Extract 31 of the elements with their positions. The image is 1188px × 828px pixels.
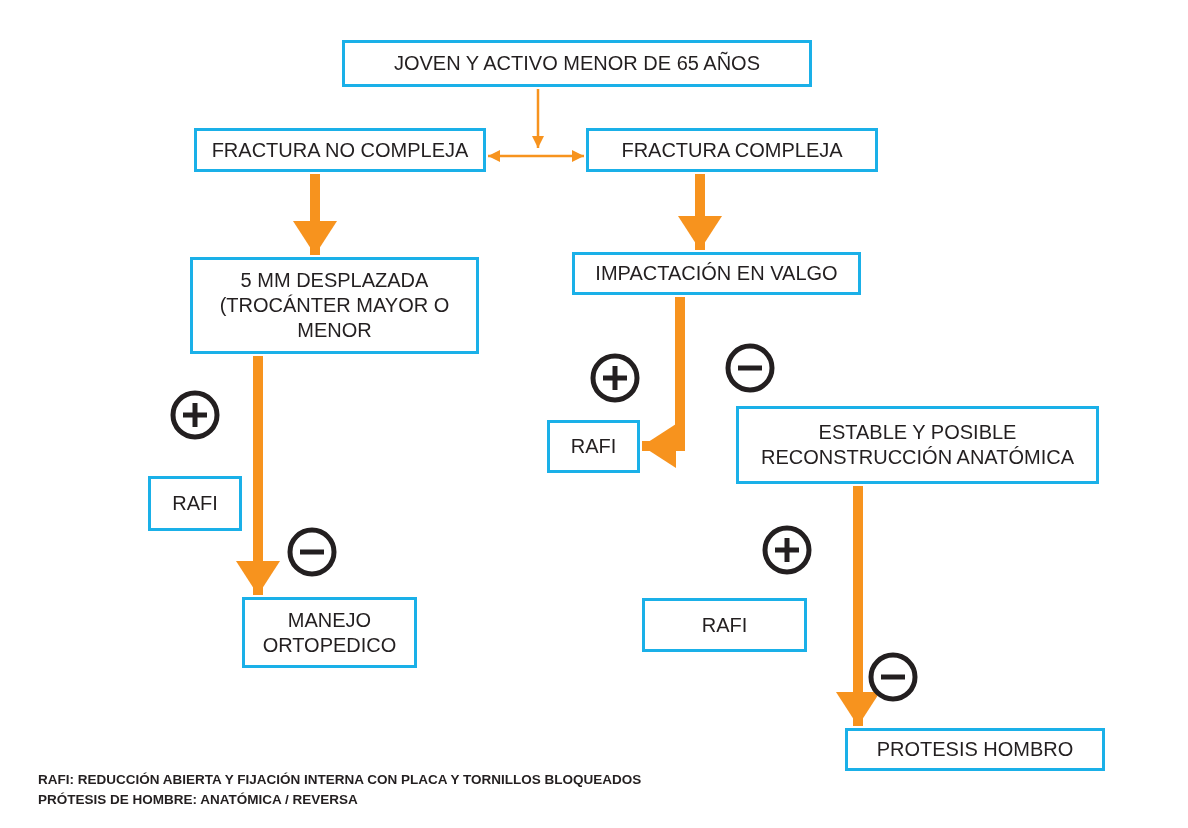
arrow	[532, 89, 544, 148]
process-box	[642, 598, 807, 652]
process-box	[242, 597, 417, 668]
arrow	[293, 174, 337, 255]
process-box	[572, 252, 861, 295]
process-box	[190, 257, 479, 354]
box-label: JOVEN Y ACTIVO MENOR DE 65 AÑOS	[393, 51, 760, 76]
process-box	[547, 420, 640, 473]
process-box	[148, 476, 242, 531]
box-label: RAFI	[701, 612, 748, 638]
box-label: FRACTURA NO COMPLEJA	[211, 137, 469, 163]
process-box	[586, 128, 878, 172]
box-label: 5 MM DESPLAZADA (TROCÁNTER MAYOR O MENOR	[218, 268, 451, 343]
arrow	[836, 486, 880, 726]
box-label: ESTABLE Y POSIBLE RECONSTRUCCIÓN ANATÓMICA	[760, 420, 1075, 470]
box-label: FRACTURA COMPLEJA	[621, 137, 843, 163]
arrow	[678, 174, 722, 250]
process-box	[845, 728, 1105, 771]
box-label: IMPACTACIÓN EN VALGO	[595, 261, 838, 286]
box-label: RAFI	[172, 491, 218, 516]
footnote: RAFI: REDUCCIÓN ABIERTA Y FIJACIÓN INTERNA CON PLACA Y TORNILLOS BLOQUEADOS	[38, 772, 642, 787]
process-box	[194, 128, 486, 172]
footnote: PRÓTESIS DE HOMBRE: ANATÓMICA / REVERSA	[38, 792, 358, 807]
process-box	[342, 40, 812, 87]
arrow	[488, 150, 584, 162]
arrow	[236, 356, 280, 595]
box-label: RAFI	[570, 434, 617, 459]
box-label: MANEJO ORTOPEDICO	[261, 607, 398, 658]
arrow	[642, 297, 685, 468]
box-label: PROTESIS HOMBRO	[876, 737, 1074, 762]
process-box	[736, 406, 1099, 484]
